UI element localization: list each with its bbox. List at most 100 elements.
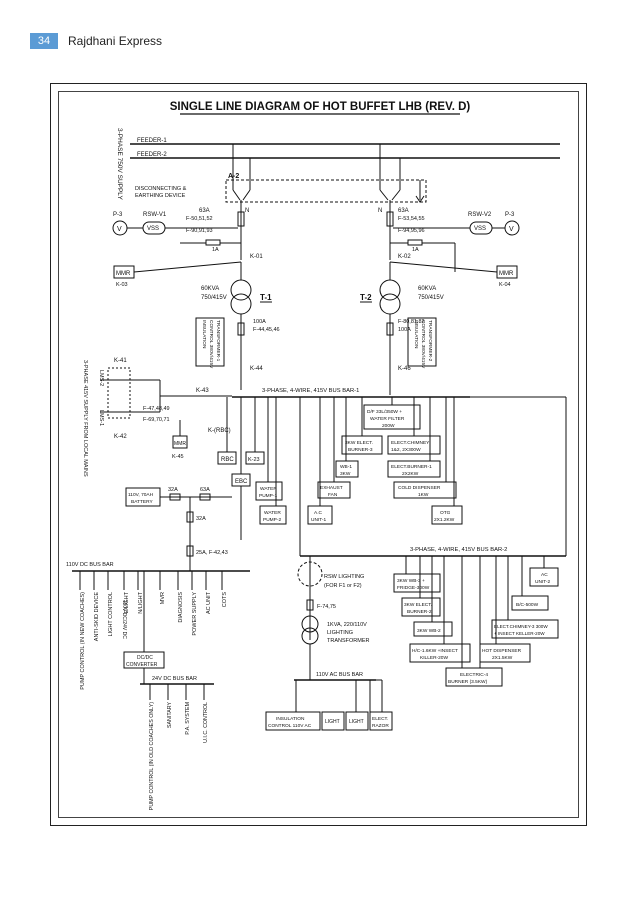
one-a-left: 1A — [212, 247, 219, 253]
fuse100-right-rating: 100A — [398, 327, 411, 333]
mmr-right-label: MMR — [499, 271, 514, 277]
otg-line1: OTG — [440, 510, 451, 516]
chimney3-insect-killer — [491, 619, 559, 639]
chimney3-line1: ELECT.CHIMNEY-3 300W — [494, 624, 548, 629]
fuse-right-id1: F-53,54,55 — [398, 216, 425, 222]
wb1 — [335, 460, 359, 478]
feeder2-label: FEEDER-2 — [137, 152, 167, 158]
dc24bus-label: 24V DC BUS BAR — [152, 676, 197, 682]
dc-load-label: POWER SUPPLY — [192, 592, 198, 636]
light-load-1 — [321, 711, 345, 731]
transformer-t1-secondary — [230, 293, 252, 315]
krbc-label: K-(RBC) — [208, 428, 231, 434]
insul1-line1: INSULATION — [201, 320, 207, 349]
t2-label: T-2 — [360, 293, 372, 302]
busbar2-label: 3-PHASE, 4-WIRE, 415V BUS BAR-2 — [410, 547, 507, 553]
k02-label: K-02 — [398, 254, 411, 260]
fuse-25a: 25A, F-42,43 — [196, 550, 228, 556]
chimney-line2: 1&2, 2X300W — [391, 447, 421, 453]
razor-line1: ELECT. — [372, 716, 388, 722]
fuse-left-rating: 63A — [199, 208, 210, 214]
lighttr-line2: LIGHTING — [327, 630, 353, 636]
insul2-line2: CONTROL 380V/415V — [420, 320, 426, 369]
dc24-load-label: SANITARY — [167, 702, 173, 728]
hotdisp-line2: 2X1.5KW — [492, 655, 513, 661]
light1-label: LIGHT — [325, 719, 340, 725]
wp1-line1: WATER — [260, 486, 277, 492]
fuse-left-id1: F-50,51,52 — [186, 216, 213, 222]
fuse100-left-rating: 100A — [253, 319, 266, 325]
diagram-inner-frame — [58, 91, 579, 818]
p3-right: P-3 — [505, 212, 515, 218]
dc-load-label: MVR — [160, 592, 166, 604]
hc-insect-killer — [409, 643, 471, 663]
k46-label: K-46 — [398, 366, 411, 372]
t2-voltage: 750/415V — [418, 295, 444, 301]
dc24-load-label: P.A. SYSTEM — [185, 702, 191, 735]
wb2-label: 3KW WB-2 — [417, 628, 441, 634]
dcdc-line1: DC/DC — [137, 655, 153, 661]
insulation-control-110v — [265, 711, 321, 731]
insul1-line3: TRANSFORMER-1 — [215, 320, 221, 362]
transformer-t2-secondary — [379, 293, 401, 315]
hotdisp-line1: HOT DISPENSER — [482, 648, 522, 654]
disconnect-label: DISCONNECTING & — [135, 186, 187, 192]
neutral-left: N — [245, 208, 249, 214]
burner3-line2: BURNER-3 — [348, 447, 373, 453]
burner4-line1: ELECTRIC-4 — [460, 672, 488, 678]
ebc-label: EBC — [235, 479, 248, 485]
dc-load-label: COTS — [222, 592, 228, 608]
wb1-line2: 3KW — [340, 471, 351, 477]
insul2-line1: INSULATION — [413, 320, 419, 349]
burner2 — [401, 597, 441, 617]
dc-load-label: E/LIGHT — [124, 591, 130, 613]
k42-label: K-42 — [114, 434, 127, 440]
burner1 — [387, 460, 441, 478]
burner4 — [445, 667, 503, 687]
k45-label: K-45 — [172, 454, 184, 460]
a2-label: A-2 — [228, 173, 239, 180]
wb1-line1: WB-1 — [340, 464, 352, 470]
dc-load-label: ANTI-SKID DEVICE — [94, 592, 100, 642]
dc24-label: 110V DC/24V DC — [121, 600, 127, 639]
disconnect-label-2: EARTHING DEVICE — [135, 193, 186, 199]
wb2 — [413, 621, 453, 637]
dc-load-label: LIGHT CONTROL — [108, 592, 114, 637]
rbc-label: RBC — [221, 457, 234, 463]
hc-line2: KILLER-20W — [420, 655, 448, 661]
water-pump-2 — [259, 505, 287, 525]
ac2-line1: AC — [541, 572, 548, 578]
burner3-line1: 3KW ELECT. — [345, 440, 373, 446]
exhaust-line2: FAN — [328, 492, 338, 498]
wb3-line1: 3KW WB-3 + — [397, 578, 425, 584]
mmr-left-label: MMR — [116, 271, 131, 277]
fuse-left-63a — [237, 211, 245, 227]
otg — [431, 505, 463, 525]
lms-label: 3-PHASE 415V SUPPLY FROM LOCAL MAINS — [82, 360, 88, 477]
dc-load-label: DIAGNOSIS — [178, 592, 184, 623]
f69-label: F-69,70,71 — [143, 417, 170, 423]
insulation-transformer-2 — [407, 317, 437, 367]
t1-voltage: 750/415V — [201, 295, 227, 301]
supply-label: 3-PHASE 750V SUPPLY — [116, 128, 123, 200]
lighting-transformer-primary — [301, 615, 319, 633]
lighttr-line3: TRANSFORMER — [327, 638, 370, 644]
chimney3-line2: + INSECT KELLER-20W — [494, 631, 545, 636]
colddisp-line1: COLD DISPENSER — [398, 485, 441, 491]
voltmeter-right-label: V — [509, 226, 514, 233]
dcbus-label: 110V DC BUS BAR — [66, 562, 114, 568]
dcdc-line2: CONVERTER — [126, 662, 158, 668]
insul2-line3: TRANSFORMER-2 — [427, 320, 433, 362]
burner2-line1: 3KW ELECT. — [404, 602, 432, 608]
otg-line2: 2X1.2KW — [434, 517, 455, 523]
bc-label: B/C-500W — [516, 602, 539, 608]
light2-label: LIGHT — [349, 719, 364, 725]
fuse-32a-2: 32A — [196, 516, 206, 522]
insul110-line1: INSULATION — [276, 716, 305, 722]
insul110-line2: CONTROL 110V AC — [268, 723, 312, 729]
burner1-line1: ELECT.BURNER-1 — [391, 464, 432, 470]
df-line1: D/F 33L/350W + — [367, 409, 402, 415]
k03-label: K-03 — [116, 282, 128, 288]
burner1-line2: 2X2KW — [402, 471, 419, 477]
ac1-line2: UNIT-1 — [311, 517, 327, 523]
